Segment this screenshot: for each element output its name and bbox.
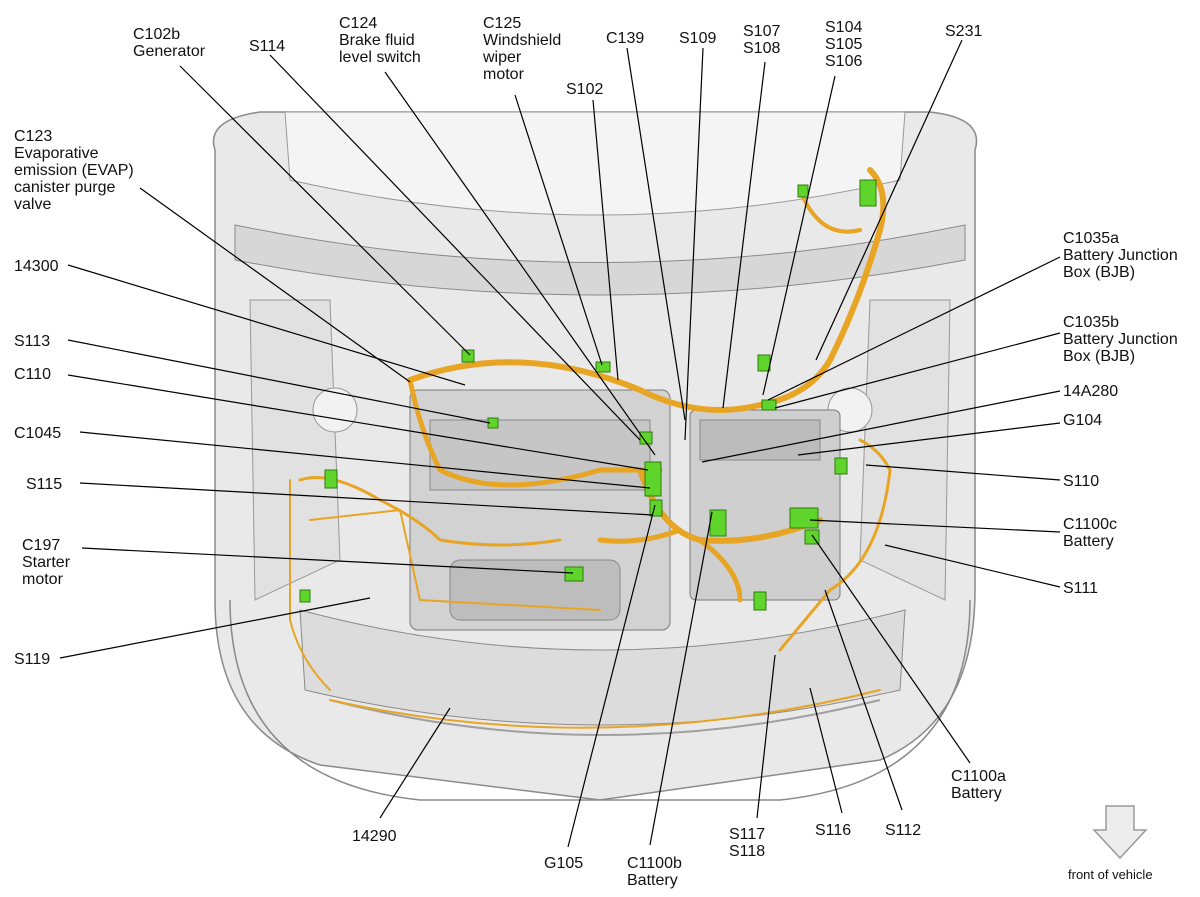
label-s115: S115 xyxy=(26,476,63,493)
label-s109: S109 xyxy=(679,30,717,47)
connectors xyxy=(299,179,877,611)
label-s231: S231 xyxy=(945,23,983,40)
label-c139: C139 xyxy=(606,30,645,47)
label-g105: G105 xyxy=(544,855,584,872)
label-s110: S110 xyxy=(1063,473,1100,490)
label-g104: G104 xyxy=(1063,412,1103,429)
label-14a280: 14A280 xyxy=(1063,383,1119,400)
front-of-vehicle-caption: front of vehicle xyxy=(1068,867,1153,882)
leader-lines xyxy=(59,39,1061,848)
front-arrow-icon xyxy=(1092,805,1148,860)
engine-block xyxy=(409,389,841,631)
label-s114: S114 xyxy=(249,38,286,55)
label-14300: 14300 xyxy=(14,258,59,275)
label-s119: S119 xyxy=(14,651,51,668)
label-s102: S102 xyxy=(566,81,604,98)
label-c1045: C1045 xyxy=(14,425,62,442)
label-s111: S111 xyxy=(1063,580,1098,597)
label-s113: S113 xyxy=(14,333,51,350)
label-s116: S116 xyxy=(815,822,852,839)
label-14290: 14290 xyxy=(352,828,397,845)
label-s112: S112 xyxy=(885,822,922,839)
label-c110: C110 xyxy=(14,366,52,383)
